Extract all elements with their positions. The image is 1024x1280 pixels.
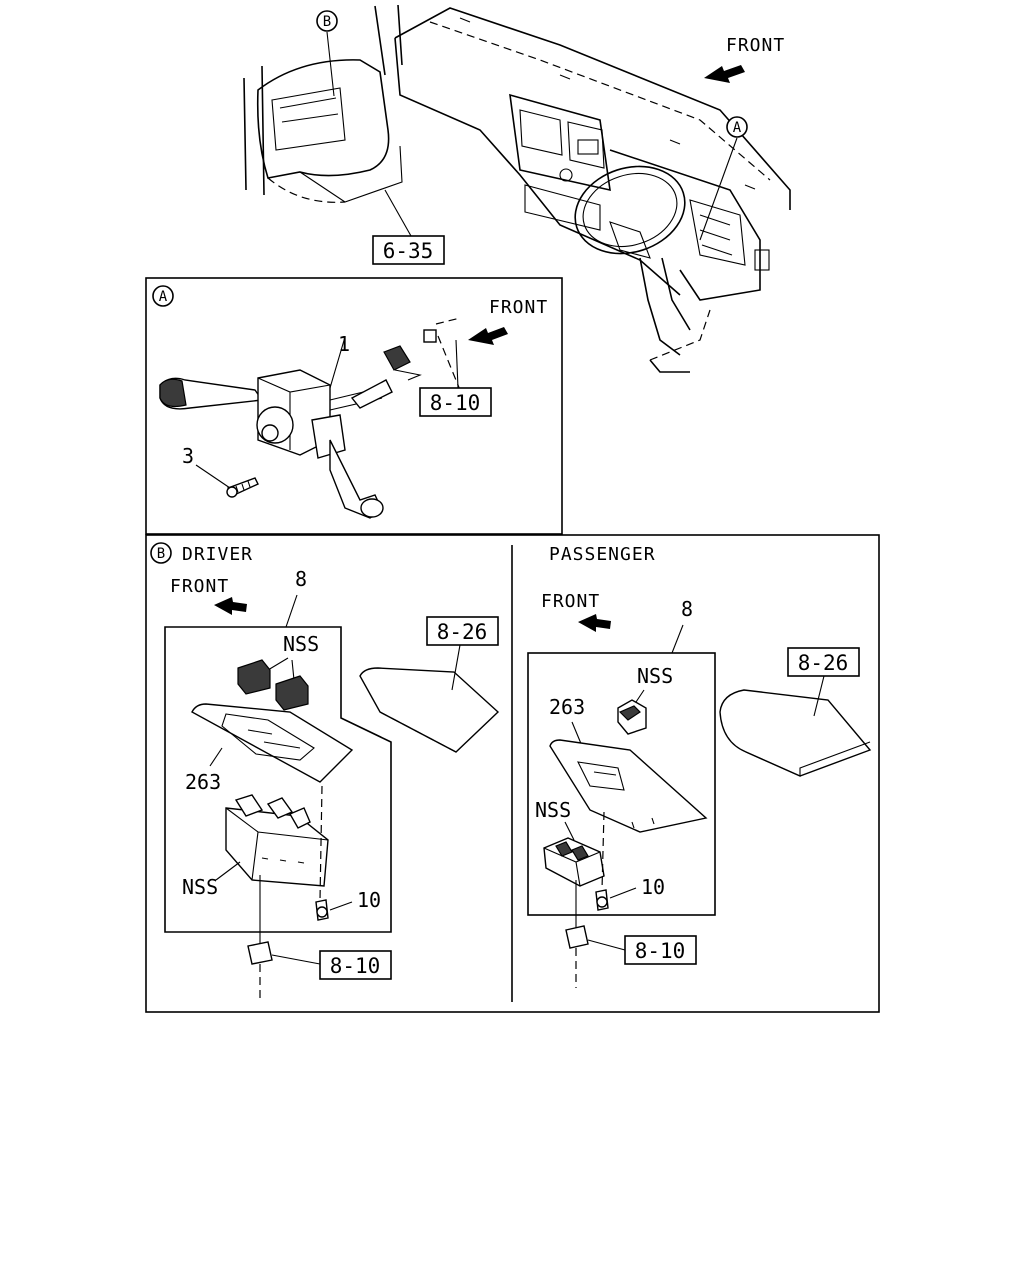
leader-part-8 (285, 594, 298, 628)
driver-switch-knobs (237, 659, 309, 711)
driver-ref-box-8-26: 8-26 (426, 616, 499, 646)
driver-connector (247, 941, 273, 965)
driver-section: B DRIVER FRONT 8 NSS 263 NSS (150, 542, 500, 1002)
callout-b-label: B (323, 14, 331, 30)
overview-front-indicator: FRONT (704, 35, 785, 83)
leader-ref-8-26 (451, 644, 461, 691)
detail-a-frame (145, 277, 563, 535)
detail-b-panel (145, 534, 880, 1013)
screw (226, 477, 259, 498)
driver-front-label: FRONT (170, 576, 229, 597)
driver-ref-box-8-10: 8-10 (319, 950, 392, 980)
passenger-kit-bracket (527, 652, 716, 916)
ref-6-35-label: 6-35 (383, 239, 434, 263)
leader-ref-8-10 (587, 939, 626, 951)
detail-b-marker-circle (150, 542, 172, 564)
callout-b: B (316, 10, 338, 32)
combination-switch (159, 317, 461, 519)
passenger-trim-cover (719, 689, 872, 777)
driver-trim-cover (359, 667, 500, 753)
passenger-switch-panel (549, 739, 708, 833)
part-1-label: 1 (338, 332, 350, 356)
ref-box-6-35: 6-35 (372, 235, 445, 265)
driver-ref-8-26-label: 8-26 (437, 620, 488, 644)
passenger-part-10-label: 10 (641, 875, 665, 899)
driver-screw-axis (319, 785, 323, 901)
front-arrow-icon (578, 614, 611, 632)
passenger-ref-8-10-label: 8-10 (635, 939, 686, 963)
leader-part-10 (609, 887, 637, 899)
detail-a-marker-circle (152, 285, 174, 307)
passenger-switch-base (543, 837, 605, 887)
driver-switch-base (225, 794, 329, 887)
driver-nss-bottom-label: NSS (182, 875, 218, 899)
passenger-part-263-label: 263 (549, 695, 585, 719)
passenger-nss-bottom-label: NSS (535, 798, 571, 822)
driver-switch-panel (191, 703, 354, 783)
driver-part-263-label: 263 (185, 770, 221, 794)
detail-a-marker: A (159, 289, 168, 305)
passenger-nss-top-label: NSS (637, 664, 673, 688)
leader-ref-8-26 (813, 675, 825, 717)
passenger-screw-axis (601, 811, 605, 891)
passenger-ref-box-8-10: 8-10 (624, 935, 697, 965)
passenger-front-label: FRONT (541, 591, 600, 612)
passenger-screw (595, 889, 609, 911)
detail-b-frame (145, 534, 880, 1013)
leader-part-1 (329, 336, 346, 389)
leader-part-263 (209, 747, 223, 767)
ref-box-8-10: 8-10 (419, 387, 492, 417)
passenger-switch-knob (617, 699, 647, 735)
leader-ref-8-10 (455, 339, 459, 389)
leader-part-263 (571, 721, 583, 747)
callout-circle (726, 116, 748, 138)
callout-a-label: A (733, 120, 742, 136)
passenger-ref-8-26-label: 8-26 (798, 651, 849, 675)
dashboard-overview (243, 4, 791, 373)
part-3-label: 3 (182, 444, 194, 468)
leader-part-8 (671, 624, 684, 654)
front-arrow-icon (704, 65, 745, 83)
passenger-connector (565, 925, 589, 949)
driver-part-8-label: 8 (295, 567, 307, 591)
front-arrow-icon (468, 327, 508, 345)
driver-nss-top-label: NSS (283, 632, 319, 656)
driver-part-10-label: 10 (357, 888, 381, 912)
leader-nss-top (635, 689, 645, 703)
passenger-title: PASSENGER (549, 544, 656, 565)
overview-front-label: FRONT (726, 35, 785, 56)
leader-nss-bottom (215, 861, 241, 881)
driver-ref-8-10-label: 8-10 (330, 954, 381, 978)
detail-a-front-label: FRONT (489, 297, 548, 318)
leader-nss-bottom (564, 821, 575, 841)
driver-title: DRIVER (182, 544, 253, 565)
driver-kit-bracket (164, 626, 392, 933)
leader-part-10 (329, 901, 353, 911)
passenger-part-8-label: 8 (681, 597, 693, 621)
driver-screw (315, 899, 329, 921)
callout-a: A (726, 116, 748, 138)
passenger-ref-box-8-26: 8-26 (787, 647, 860, 677)
passenger-section: PASSENGER FRONT 8 NSS 263 NSS (527, 544, 872, 988)
ref-8-10-label: 8-10 (430, 391, 481, 415)
detail-a-panel: A FRONT 1 (145, 277, 563, 535)
detail-b-marker: B (157, 546, 165, 562)
leader-ref-8-10 (271, 954, 321, 965)
leader-nss-top (267, 657, 295, 681)
callout-circle (316, 10, 338, 32)
front-arrow-icon (214, 597, 247, 615)
leader-part-3 (195, 464, 231, 489)
